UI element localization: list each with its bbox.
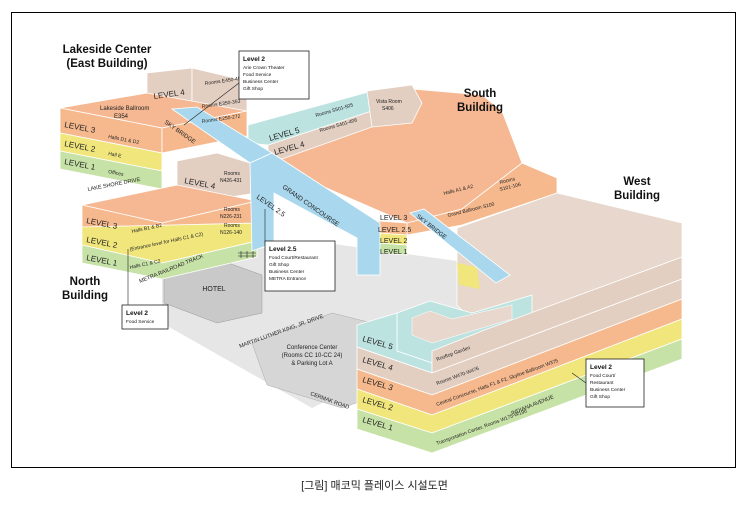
vista-room-code: S406: [382, 106, 394, 112]
south-level3-label: LEVEL 3: [380, 215, 407, 222]
north-callout-title: Level 2: [126, 310, 148, 317]
n-rooms-426: Rooms: [224, 171, 240, 177]
south-building: [247, 84, 558, 256]
campus-map: Lakeside Center (East Building) South Bu…: [59, 44, 683, 454]
conference-label-2: (Rooms CC 10-CC 24): [282, 353, 343, 359]
south-level1-label: LEVEL 1: [380, 249, 407, 256]
east-callout-line: Arie Crown Theater: [243, 65, 285, 71]
lakeside-name-2: (East Building): [66, 58, 147, 70]
lakeside-ballroom-code: E354: [114, 114, 129, 120]
west-callout-line: Gift Shop: [590, 394, 610, 400]
lakeside-ballroom-label: Lakeside Ballroom: [100, 106, 149, 112]
north-callout-box: [121, 304, 169, 330]
south-level3-band: [406, 162, 558, 236]
concourse-callout-title: Level 2.5: [269, 246, 297, 253]
grand-concourse: [249, 152, 381, 276]
concourse-callout-line: Food Court/Restaurant: [269, 255, 318, 261]
east-callout-title: Level 2: [243, 56, 265, 63]
south-name-2: Building: [457, 102, 503, 114]
east-callout-line: Gift Shop: [243, 86, 263, 92]
map-frame: Lakeside Center (East Building) South Bu…: [11, 12, 736, 468]
concourse-callout-box: [264, 240, 336, 292]
figure-caption: [그림] 매코믹 플레이스 시설도면: [301, 480, 448, 492]
s-rooms-101-code: S101-106: [499, 182, 522, 193]
s-rooms-101: Rooms: [499, 176, 516, 186]
west-callout-box: [585, 358, 645, 408]
offices-label: Offices: [108, 169, 125, 178]
rail-crossing-icon: [238, 251, 256, 258]
south-name-1: South: [464, 88, 497, 100]
east-callout-line: Food Service: [243, 72, 272, 78]
west-callout-line: Restaurant: [590, 380, 614, 386]
n-rooms-226-code: N226-231: [220, 214, 242, 220]
east-callout-line: Business Center: [243, 79, 279, 85]
concourse-callout-line: Gift Shop: [269, 262, 289, 268]
vista-room-label: Vista Room: [376, 99, 402, 105]
hotel-label: HOTEL: [202, 286, 225, 293]
east-level3-side: [161, 110, 248, 154]
west-corner-yellow: [457, 263, 480, 289]
concourse-callout-line: Business Center: [269, 269, 305, 275]
west-callout-leader: [571, 372, 587, 384]
north-building: [81, 152, 258, 280]
concourse-callout-line: METRA Entrance: [269, 276, 306, 282]
north-name-1: North: [70, 276, 101, 288]
e-rooms-350: Rooms E350-353: [201, 99, 241, 110]
n-rooms-126: Rooms: [224, 223, 240, 229]
south-level2-label: LEVEL 2: [380, 238, 407, 245]
conference-label-3: & Parking Lot A: [291, 361, 332, 367]
vista-room: [366, 84, 423, 128]
north-name-2: Building: [62, 290, 108, 302]
east-level4-label: LEVEL 4: [153, 88, 186, 101]
west-level5-inner: [411, 304, 513, 344]
west-callout-title: Level 2: [590, 364, 612, 371]
n-rooms-226: Rooms: [224, 207, 240, 213]
lakeside-name-1: Lakeside Center: [63, 44, 152, 56]
e-rooms-450: Rooms E450-451: [204, 76, 244, 87]
conference-label-1: Conference Center: [287, 345, 338, 351]
west-name-1: West: [623, 176, 650, 188]
north-level1-front: [81, 240, 258, 280]
west-level1-band: [356, 338, 683, 454]
sky-bridge-west: [409, 208, 511, 284]
e-rooms-250: Rooms E250-272: [201, 114, 241, 125]
east-callout-leader: [183, 82, 240, 126]
south-level25-label: LEVEL 2.5: [378, 227, 411, 234]
hall-e-label: Hall E: [108, 151, 123, 160]
east-callout-box: [238, 50, 310, 100]
north-callout-line: Food Service: [126, 319, 155, 325]
west-building: [356, 192, 683, 454]
n-rooms-426-code: N426-431: [220, 178, 242, 184]
n-rooms-126-code: N126-140: [220, 230, 242, 236]
west-name-2: Building: [614, 190, 660, 202]
west-callout-line: Food Court/: [590, 373, 616, 379]
halls-d-label: Halls D1 & D2: [108, 134, 140, 146]
west-callout-line: Business Center: [590, 387, 626, 393]
